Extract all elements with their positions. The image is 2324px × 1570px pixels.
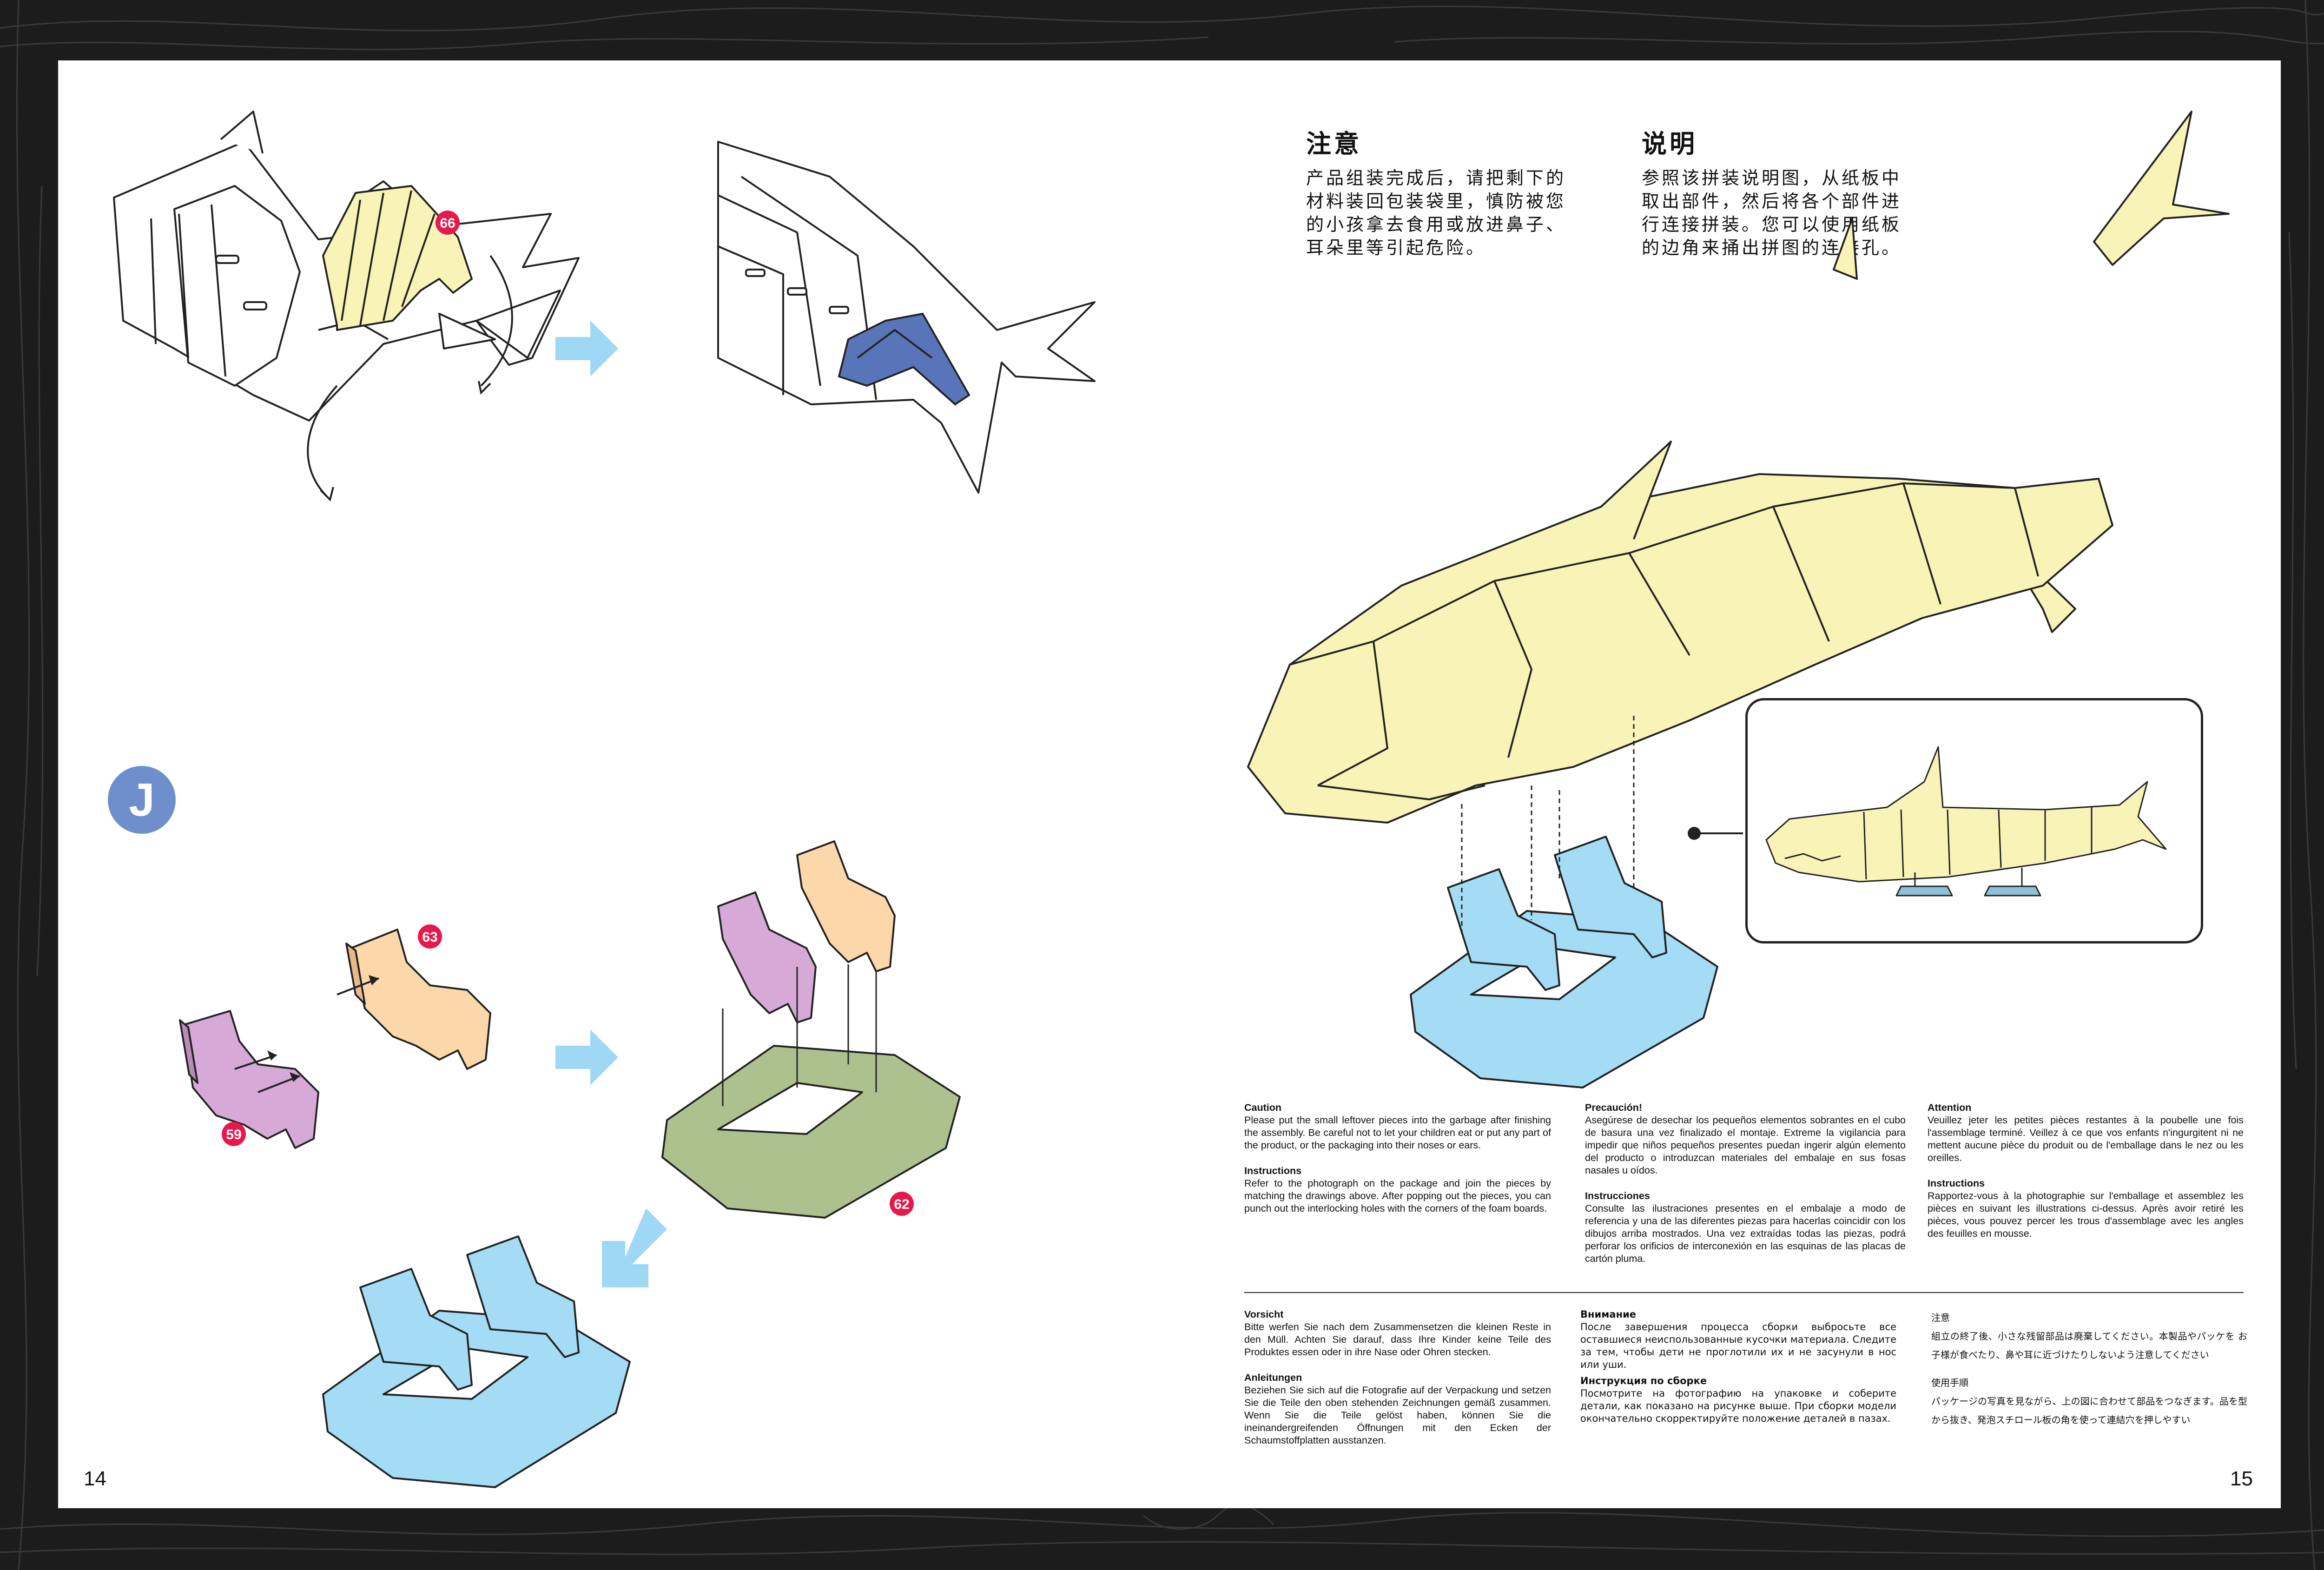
es-caution-body: Asegúrese de desechar los pequeños eleme… (1585, 1115, 1906, 1176)
part-label-66-dot (436, 211, 460, 235)
ru-caution-body: После завершения процесса сборки выбрось… (1580, 1321, 1896, 1370)
fr-instructions-title: Instructions (1928, 1178, 1985, 1189)
ja-instructions-title: 使用手順 (1931, 1377, 1968, 1388)
part-label-66: 66 (440, 216, 455, 231)
shark-photo-inset (1745, 698, 2203, 943)
ja-caution-body: 組立の終了後、小さな残留部品は廃棄してください。本製品やパッケを お子様が食べた… (1931, 1331, 2247, 1360)
de-instructions-body: Beziehen Sie sich auf die Fotografie auf… (1244, 1385, 1551, 1446)
notice-zh: 注意 产品组装完成后，请把剩下的材料装回包装袋里，慎防被您的小孩拿去食用或放进鼻… (1306, 123, 1585, 259)
text-fr: Attention Veuillez jeter les petites piè… (1928, 1102, 2244, 1253)
part-label-63: 63 (422, 930, 437, 945)
right-page-illustrations (1247, 111, 2230, 1088)
fr-caution-title: Attention (1928, 1102, 1972, 1113)
stand-part-63-orange (345, 929, 491, 1070)
part-label-62: 62 (894, 1197, 909, 1212)
en-caution-title: Caution (1244, 1102, 1282, 1113)
es-caution-title: Precaución! (1585, 1102, 1643, 1113)
ja-instructions-body: パッケージの写真を見ながら、上の図に合わせて部品をつなぎます。品を型から抜き、発… (1931, 1396, 2247, 1425)
page-number-right: 15 (2230, 1467, 2253, 1490)
inset-shark-image (1765, 746, 2167, 897)
stand-part-orange-exploded (796, 840, 896, 972)
part-label-59: 59 (226, 1127, 241, 1142)
ru-instructions-title: Инструкция по сборке (1580, 1375, 1707, 1386)
de-caution-body: Bitte werfen Sie nach dem Zusammensetzen… (1244, 1321, 1551, 1358)
ru-instructions-body: Посмотрите на фотографию на упаковке и с… (1580, 1388, 1896, 1424)
ru-caution-title: Внимание (1580, 1309, 1637, 1320)
section-divider (1244, 1292, 2244, 1293)
page-number-left: 14 (84, 1467, 106, 1490)
shark-blue-stand (1410, 836, 1718, 1088)
text-ru: Внимание После завершения процесса сборк… (1580, 1308, 1896, 1438)
es-instructions-body: Consulte las ilustraciones presentes en … (1585, 1203, 1906, 1264)
step-badge-j: J (108, 766, 176, 834)
stand-base-part-62-green (661, 1045, 961, 1219)
stand-part-purple-exploded (717, 891, 817, 1023)
notice-zh-body: 产品组装完成后，请把剩下的材料装回包装袋里，慎防被您的小孩拿去食用或放进鼻子、耳… (1306, 168, 1566, 258)
text-de: Vorsicht Bitte werfen Sie nach dem Zusam… (1244, 1308, 1551, 1460)
text-en: Caution Please put the small leftover pi… (1244, 1102, 1551, 1228)
stand-part-59-purple (179, 1010, 319, 1149)
left-page-illustrations: 66 63 59 (113, 111, 1096, 1488)
navy-joint-piece (838, 312, 971, 406)
en-instructions-body: Refer to the photograph on the package a… (1244, 1178, 1551, 1214)
es-instructions-title: Instrucciones (1585, 1190, 1650, 1201)
ja-caution-title: 注意 (1931, 1312, 1950, 1323)
text-ja: 注意 組立の終了後、小さな残留部品は廃棄してください。本製品やパッケを お子様が… (1931, 1308, 2247, 1442)
instructions-zh: 说明 参照该拼装说明图，从纸板中取出部件，然后将各个部件进行连接拼装。您可以使用… (1642, 123, 1921, 259)
de-instructions-title: Anleitungen (1244, 1372, 1302, 1383)
arrow-right-2 (555, 1029, 618, 1085)
text-es: Precaución! Asegúrese de desechar los pe… (1585, 1102, 1906, 1278)
en-caution-body: Please put the small leftover pieces int… (1244, 1115, 1551, 1151)
fr-instructions-body: Rapportez-vous à la photographie sur l'e… (1928, 1190, 2244, 1239)
right-page: 注意 产品组装完成后，请把剩下的材料装回包装袋里，慎防被您的小孩拿去食用或放进鼻… (1169, 60, 2281, 1508)
notice-zh-title: 注意 (1306, 129, 1362, 158)
arrow-down-left (602, 1208, 667, 1287)
en-instructions-title: Instructions (1244, 1165, 1302, 1176)
left-page: 66 63 59 (58, 60, 1169, 1508)
instructions-zh-title: 说明 (1642, 129, 1697, 158)
assembled-blue-stand (322, 1235, 631, 1488)
part-66-yellow-piece (322, 185, 473, 331)
arrow-right-1 (555, 321, 618, 376)
de-caution-title: Vorsicht (1244, 1309, 1284, 1320)
instructions-zh-body: 参照该拼装说明图，从纸板中取出部件，然后将各个部件进行连接拼装。您可以使用纸板的… (1642, 168, 1902, 258)
fr-caution-body: Veuillez jeter les petites pièces restan… (1928, 1115, 2244, 1163)
